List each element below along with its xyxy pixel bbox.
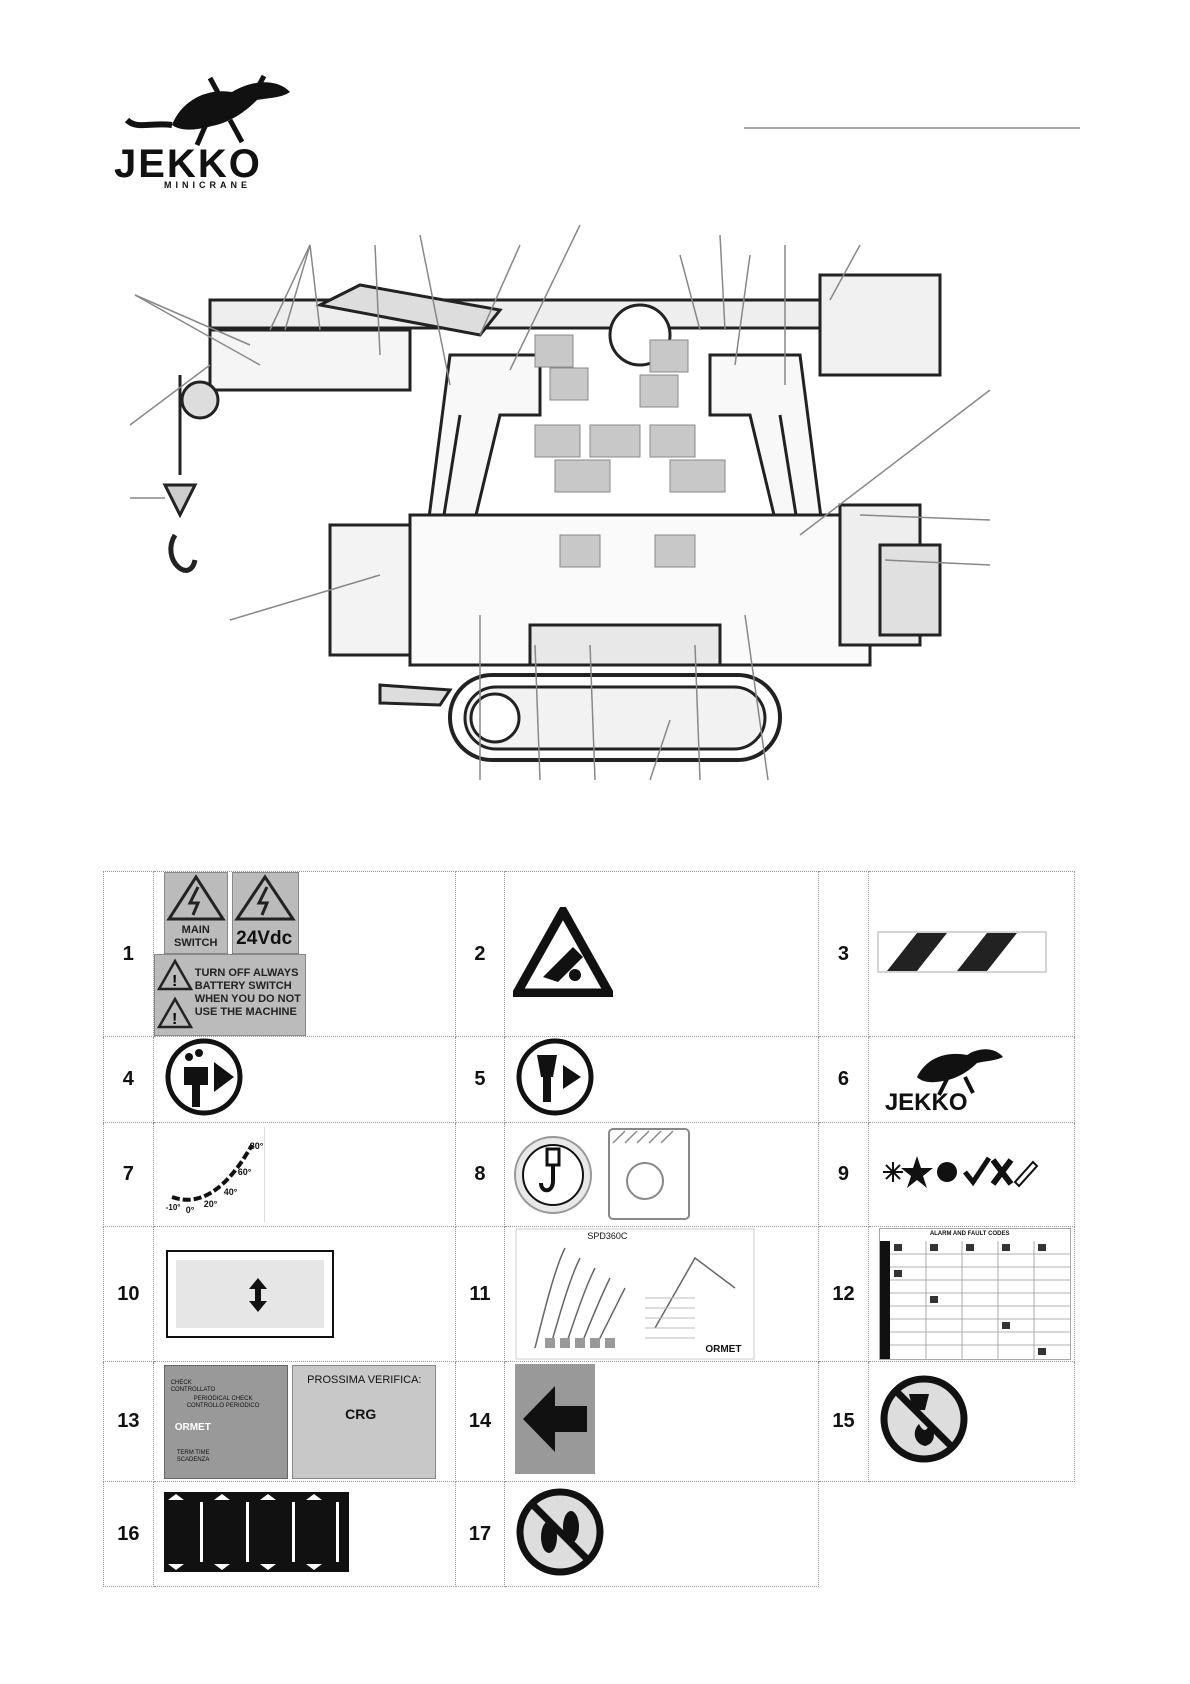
alarm-codes-grid-icon	[879, 1241, 1070, 1359]
decal-number: 15	[818, 1361, 869, 1482]
battery-switch-text: TURN OFF ALWAYS BATTERY SWITCH WHEN YOU …	[194, 967, 301, 1018]
decal-number: 7	[103, 1122, 154, 1227]
high-voltage-icon	[165, 874, 226, 921]
table-row: 4 5 6 JEKKO	[103, 1036, 1076, 1123]
periodic-check-maker: ORMET	[174, 1421, 211, 1433]
table-row: 13 CHECK CONTROLLATO PERIODICAL CHECK CO…	[103, 1361, 1076, 1482]
gecko-icon	[124, 74, 290, 146]
alarm-codes-decal: ALARM AND FAULT CODES	[867, 1226, 1076, 1362]
certification-logo: CRG	[345, 1405, 377, 1422]
angle-tick-label: -10°	[165, 1203, 181, 1212]
crane-drawing	[129, 224, 991, 781]
paint-brush-icon	[165, 1038, 243, 1116]
angle-tick-label: 80°	[249, 1141, 264, 1151]
direction-arrow-decal	[504, 1361, 820, 1482]
angle-arc-icon	[171, 1144, 254, 1202]
jekko-logo-icon	[916, 1049, 1003, 1096]
load-chart-maker: ORMET	[705, 1344, 742, 1355]
brand-name: JEKKO	[114, 142, 262, 186]
decal-number: 1	[103, 871, 154, 1037]
decal-number: 4	[103, 1036, 154, 1123]
decal-table: 1 MAIN SWITCH 24Vdc !! TURN OFF ALWAYS B…	[103, 871, 1076, 1587]
empty-cell	[819, 1482, 1075, 1587]
crush-hazard-icon	[509, 901, 618, 997]
battery-switch-decal: !! TURN OFF ALWAYS BATTERY SWITCH WHEN Y…	[153, 954, 306, 1036]
angle-tick-label: 0°	[185, 1205, 195, 1215]
decal-number: 5	[454, 1036, 506, 1123]
next-inspection-label: PROSSIMA VERIFICA:	[307, 1373, 422, 1386]
level-arrow-panel	[175, 1260, 324, 1328]
up-down-arrow-icon	[248, 1278, 267, 1312]
table-row: 1 MAIN SWITCH 24Vdc !! TURN OFF ALWAYS B…	[103, 871, 1076, 1037]
decal-number: 2	[454, 871, 506, 1037]
left-arrow-icon	[515, 1364, 596, 1474]
table-row: 10 11 SPD360C OR	[103, 1226, 1076, 1362]
load-chart: SPD360C ORMET	[515, 1228, 755, 1360]
check-label: CHECK CONTROLLATO	[170, 1379, 216, 1393]
alarm-codes-heading: ALARM AND FAULT CODES	[929, 1231, 1010, 1237]
load-chart-model: SPD360C	[587, 1231, 628, 1241]
decal-number: 9	[818, 1122, 869, 1227]
control-symbols-decal	[867, 1122, 1076, 1227]
angle-tick-label: 20°	[203, 1199, 218, 1209]
decal-number: 17	[454, 1481, 506, 1587]
alarm-codes-table: ALARM AND FAULT CODES	[878, 1228, 1071, 1360]
term-time-label: TERM TIME SCADENZA	[176, 1449, 210, 1463]
svg-text:!: !	[172, 1011, 177, 1028]
voltage-decal: 24Vdc	[232, 872, 300, 954]
table-row: 7 -10° 0° 20° 40° 60° 80° 8	[103, 1122, 1076, 1227]
main-switch-label: MAIN SWITCH	[174, 924, 218, 949]
no-fire-icon	[880, 1375, 968, 1463]
load-chart-icon	[515, 1228, 755, 1360]
angle-tick-label: 40°	[223, 1187, 238, 1197]
next-inspection-card: PROSSIMA VERIFICA: CRG	[292, 1364, 437, 1479]
no-standing-icon	[516, 1488, 604, 1575]
main-switch-decal: MAIN SWITCH	[163, 872, 228, 954]
no-fire-decal	[867, 1361, 1076, 1482]
decal-number: 8	[454, 1122, 506, 1227]
voltage-label: 24Vdc	[236, 928, 293, 949]
control-symbols-icon	[882, 1156, 1039, 1188]
angle-tick-label: 60°	[237, 1167, 252, 1177]
hook-lifting-decals	[504, 1122, 820, 1227]
decal-number: 12	[818, 1226, 869, 1362]
periodical-check-label: PERIODICAL CHECK CONTROLLO PERIODICO	[186, 1395, 260, 1409]
grease-gun-icon	[516, 1038, 594, 1116]
table-row: 16 17	[103, 1481, 1075, 1587]
decal-number: 14	[454, 1361, 506, 1482]
no-standing-decal	[504, 1481, 820, 1587]
decal-number: 11	[454, 1226, 506, 1362]
warning-icon: !!	[156, 958, 193, 1029]
periodic-check-decals: CHECK CONTROLLATO PERIODICAL CHECK CONTR…	[152, 1361, 456, 1482]
decal-number: 3	[818, 871, 869, 1037]
header-rule	[744, 127, 1080, 129]
lifting-points-decal	[152, 1481, 456, 1587]
hazard-stripe-decal	[867, 871, 1076, 1037]
svg-text:!: !	[172, 973, 177, 990]
angle-indicator: -10° 0° 20° 40° 60° 80°	[164, 1127, 265, 1222]
load-chart-decal: SPD360C ORMET	[504, 1226, 820, 1362]
angle-indicator-decal: -10° 0° 20° 40° 60° 80°	[152, 1122, 456, 1227]
level-arrow-decal	[152, 1226, 456, 1362]
hazard-stripe-icon	[877, 931, 1047, 972]
hook-decals-icon	[514, 1128, 691, 1220]
high-voltage-icon	[234, 874, 296, 921]
lifting-points-icon	[163, 1491, 349, 1572]
decal-number: 10	[103, 1226, 154, 1362]
decal-number: 16	[103, 1481, 154, 1587]
level-arrow-frame	[165, 1250, 334, 1338]
periodic-check-card: CHECK CONTROLLATO PERIODICAL CHECK CONTR…	[163, 1364, 288, 1479]
decal-number: 6	[818, 1036, 869, 1123]
paint-brush-decal	[152, 1036, 456, 1123]
jekko-logo-text: JEKKO	[884, 1089, 968, 1116]
electrical-warning-decals: MAIN SWITCH 24Vdc !! TURN OFF ALWAYS BAT…	[152, 871, 456, 1037]
grease-point-decal	[504, 1036, 820, 1123]
brand-logo: JEKKO MINICRANE	[112, 70, 302, 190]
decal-number: 13	[103, 1361, 154, 1482]
brand-subtitle: MINICRANE	[164, 180, 251, 190]
crush-hazard-decal	[504, 871, 820, 1037]
jekko-logo-decal: JEKKO	[867, 1036, 1076, 1123]
